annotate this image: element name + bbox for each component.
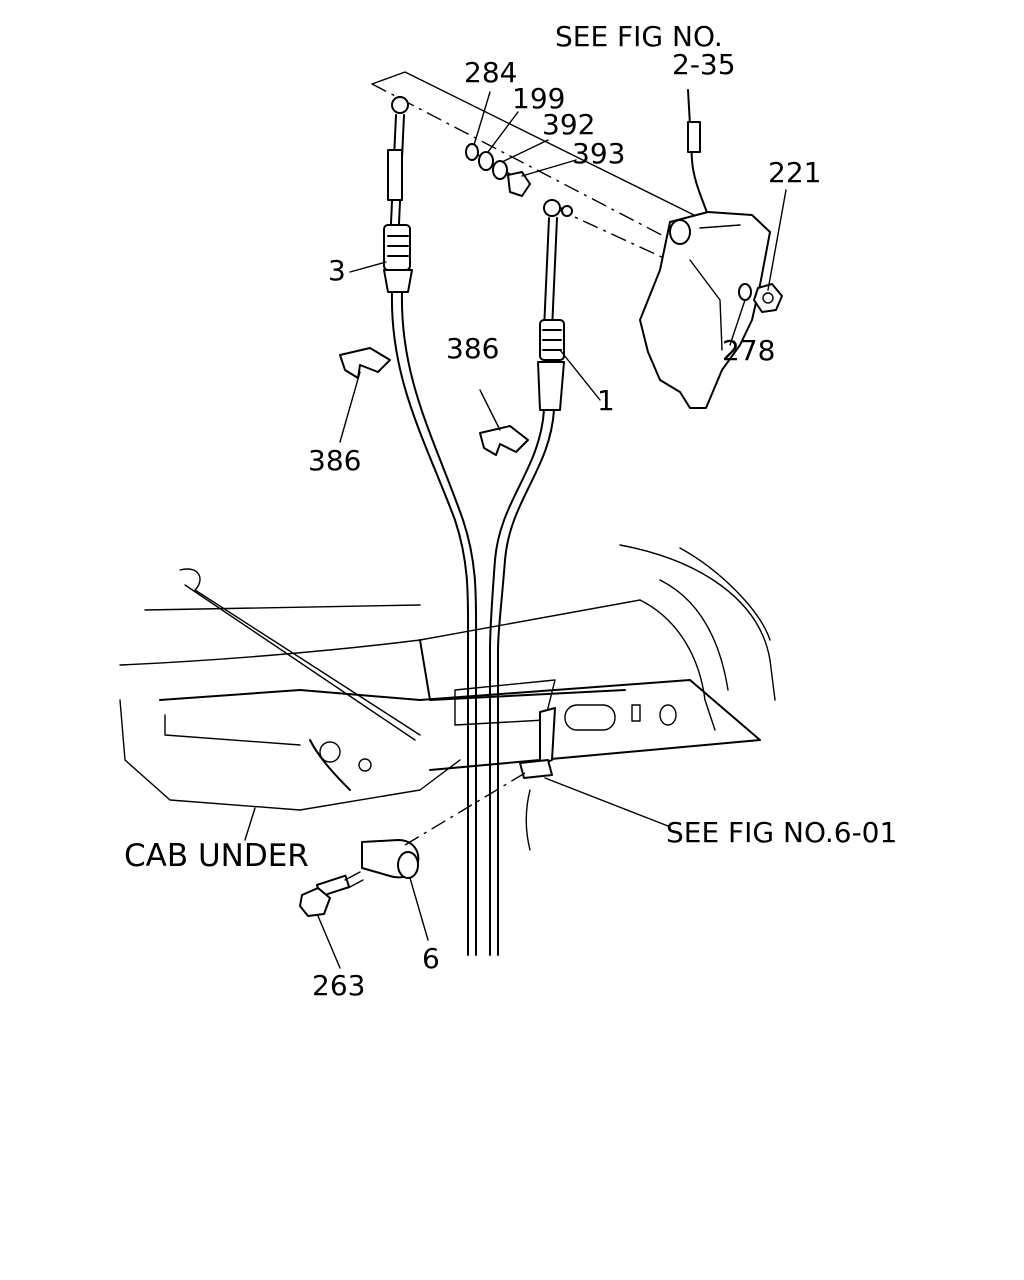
part-393-label: 393 [572,137,625,170]
bolt-263 [299,871,364,917]
washer-stack [465,143,531,197]
part-199-label: 199 [512,82,565,115]
cable-1 [489,199,573,956]
see-fig-top-label: SEE FIG NO. [555,20,723,53]
cable-3 [383,96,478,956]
part-392-label: 392 [542,108,595,141]
clip-386-right [479,425,529,456]
frame-body [119,544,776,851]
part-284-label: 284 [464,56,517,89]
lever-bracket [639,89,783,409]
part-3-label: 3 [328,254,346,287]
see-fig-top-ref-label: 2-35 [672,48,736,81]
part-263-label: 263 [312,969,365,1002]
clamp-6 [361,772,526,879]
part-386-right-label: 386 [446,332,499,365]
part-386-left-label: 386 [308,444,361,477]
see-fig-bottom-label: SEE FIG NO.6-01 [666,816,897,849]
part-1-label: 1 [597,384,615,417]
part-6-label: 6 [422,942,440,975]
leader-lines [244,91,787,969]
part-278-label: 278 [722,334,775,367]
clip-386-left [339,347,391,379]
part-221-label: 221 [768,156,821,189]
cab-under-label: CAB UNDER [124,838,309,874]
